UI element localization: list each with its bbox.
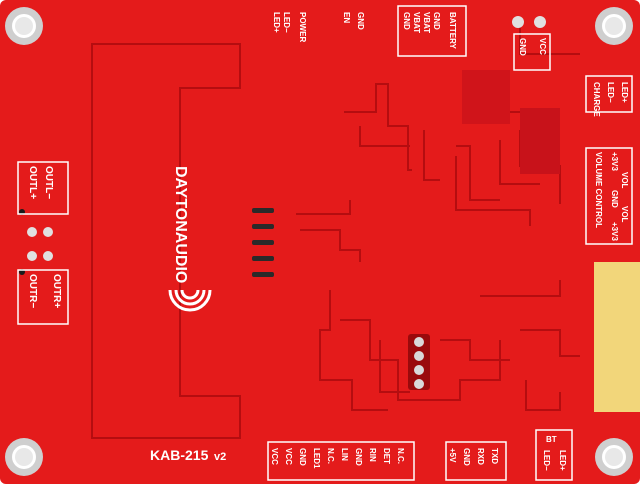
label-power: POWER	[298, 12, 307, 42]
pin-label-2: RXD	[476, 448, 485, 465]
label-battery: BATTERY	[448, 12, 457, 50]
label-vbat-2: VBAT	[422, 12, 431, 33]
brand-logo-mark	[168, 289, 212, 312]
pin-label-4: N.C.	[326, 448, 335, 464]
pin-label-7: RIN	[368, 448, 377, 462]
label-charge-led-minus: LED−	[606, 82, 615, 103]
pin-label-6: GND	[354, 448, 363, 466]
vcc-gnd-pads	[512, 16, 546, 28]
label-bt: BT	[546, 435, 557, 444]
label-charge-led-plus: LED+	[620, 82, 629, 103]
copper-pour	[462, 70, 560, 174]
label-out-l-minus: OUTL−	[43, 166, 54, 199]
test-pads	[252, 208, 274, 277]
label-bt-led-minus: LED−	[542, 450, 551, 471]
pin-label-1: VCC	[284, 448, 293, 465]
label-gnd: GND	[356, 12, 365, 30]
label-out-r-minus: OUTR−	[27, 274, 38, 308]
mounting-hole-tl	[5, 7, 43, 45]
silk-boxes	[17, 5, 633, 481]
label-vcc-top: VCC	[538, 38, 547, 55]
pin-label-0: VCC	[270, 448, 279, 465]
label-vc-vol-1: VOL	[620, 172, 629, 189]
pin-label-0: +5V	[448, 448, 457, 463]
label-vc-3v3-bot: +3V3	[610, 222, 619, 241]
pin-label-1: GND	[462, 448, 471, 466]
label-vbat-1: VBAT	[412, 12, 421, 33]
label-out-r-plus: OUTR+	[51, 274, 62, 308]
pin-label-5: LIN	[340, 448, 349, 461]
brand-logo: DAYTONAUDIO	[172, 166, 189, 283]
pin-label-9: N.C.	[396, 448, 405, 464]
label-en: EN	[342, 12, 351, 23]
uart-pin-labels: +5V GND RXD TXD	[448, 448, 499, 466]
label-led-minus: LED−	[282, 12, 291, 33]
pin-label-3: TXD	[490, 448, 499, 464]
label-volume-control: VOLUME CONTROL	[594, 152, 603, 228]
label-vc-gnd: GND	[610, 190, 619, 208]
label-bt-led-plus: LED+	[558, 450, 567, 471]
mounting-hole-br	[595, 438, 633, 476]
pin-label-2: GND	[298, 448, 307, 466]
pin-label-3: LED1	[312, 448, 321, 469]
label-gnd-3: GND	[432, 12, 441, 30]
label-gnd-top: GND	[518, 38, 527, 56]
label-vc-3v3-top: +3V3	[610, 152, 619, 171]
label-out-l-plus: OUTL+	[27, 166, 38, 199]
label-led-plus: LED+	[272, 12, 281, 33]
label-gnd-battery: GND	[402, 12, 411, 30]
label-charge: CHARGE	[592, 82, 601, 117]
pin-header	[408, 334, 430, 390]
antenna-gold	[594, 262, 640, 412]
board-revision: v2	[214, 451, 226, 463]
pin-label-8: DET	[382, 448, 391, 464]
label-vc-vol-2: VOL	[620, 206, 629, 223]
mounting-hole-tr	[595, 7, 633, 45]
bottom-pin-labels: VCC VCC GND LED1 N.C. LIN GND RIN DET N.C.	[270, 448, 405, 469]
board-name: KAB-215	[150, 447, 209, 463]
mounting-hole-bl	[5, 438, 43, 476]
